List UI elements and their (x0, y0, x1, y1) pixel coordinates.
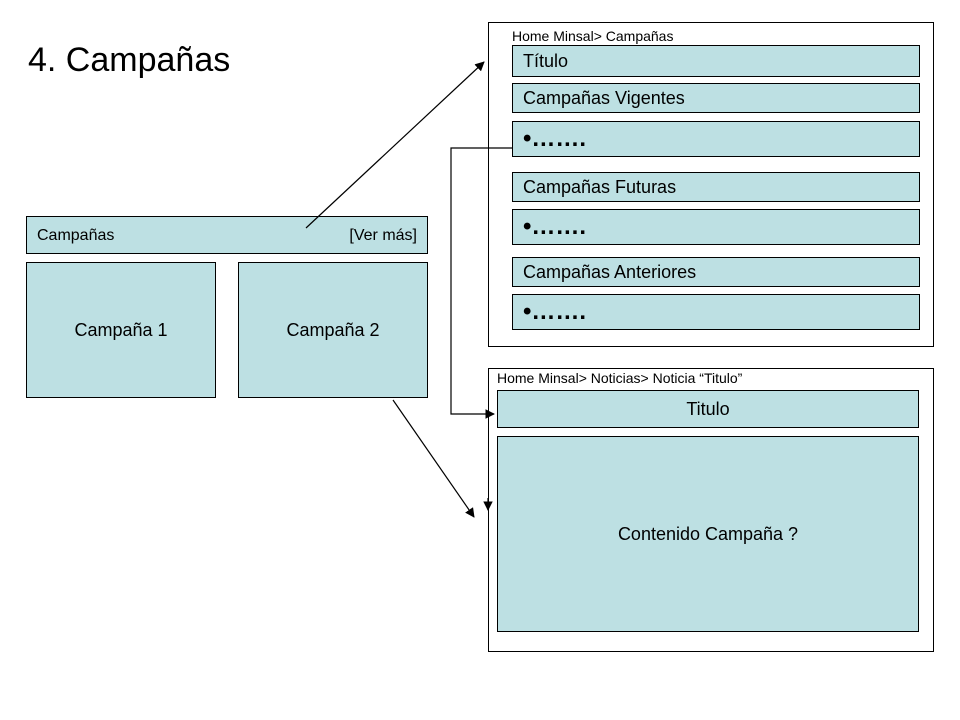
future-campaigns-placeholder: •……. (523, 213, 587, 240)
campaign-card-2[interactable]: Campaña 2 (238, 262, 428, 398)
future-campaigns-heading: Campañas Futuras (512, 172, 920, 202)
arrow-card-to-detail (392, 399, 475, 518)
current-campaigns-placeholder: •……. (523, 125, 587, 152)
detail-page-content-text: Contenido Campaña ? (617, 524, 799, 544)
campaign-card-1[interactable]: Campaña 1 (26, 262, 216, 398)
past-campaigns-heading-text: Campañas Anteriores (523, 262, 697, 282)
campaigns-widget-label: Campañas (37, 227, 115, 244)
future-campaigns-heading-text: Campañas Futuras (523, 177, 677, 197)
detail-page-breadcrumb: Home Minsal> Noticias> Noticia “Titulo” (497, 370, 743, 386)
campaigns-page-breadcrumb: Home Minsal> Campañas (512, 28, 674, 44)
campaigns-widget-header: Campañas [Ver más] (26, 216, 428, 254)
past-campaigns-list-item[interactable]: •……. (512, 294, 920, 330)
past-campaigns-placeholder: •……. (523, 298, 587, 325)
campaigns-page-title: Título (512, 45, 920, 77)
current-campaigns-heading-text: Campañas Vigentes (523, 88, 685, 108)
detail-page-title: Titulo (497, 390, 919, 428)
arrow-see-more-to-campaigns (305, 61, 485, 229)
past-campaigns-heading: Campañas Anteriores (512, 257, 920, 287)
campaigns-page-title-text: Título (523, 51, 569, 71)
detail-page-title-text: Titulo (686, 399, 730, 419)
campaign-card-2-label: Campaña 2 (286, 320, 380, 340)
detail-page-content: Contenido Campaña ? (497, 436, 919, 632)
see-more-link[interactable]: [Ver más] (349, 227, 417, 244)
future-campaigns-list-item[interactable]: •……. (512, 209, 920, 245)
current-campaigns-heading: Campañas Vigentes (512, 83, 920, 113)
slide-title: 4. Campañas (28, 41, 231, 79)
campaign-card-1-label: Campaña 1 (74, 320, 168, 340)
current-campaigns-list-item[interactable]: •……. (512, 121, 920, 157)
